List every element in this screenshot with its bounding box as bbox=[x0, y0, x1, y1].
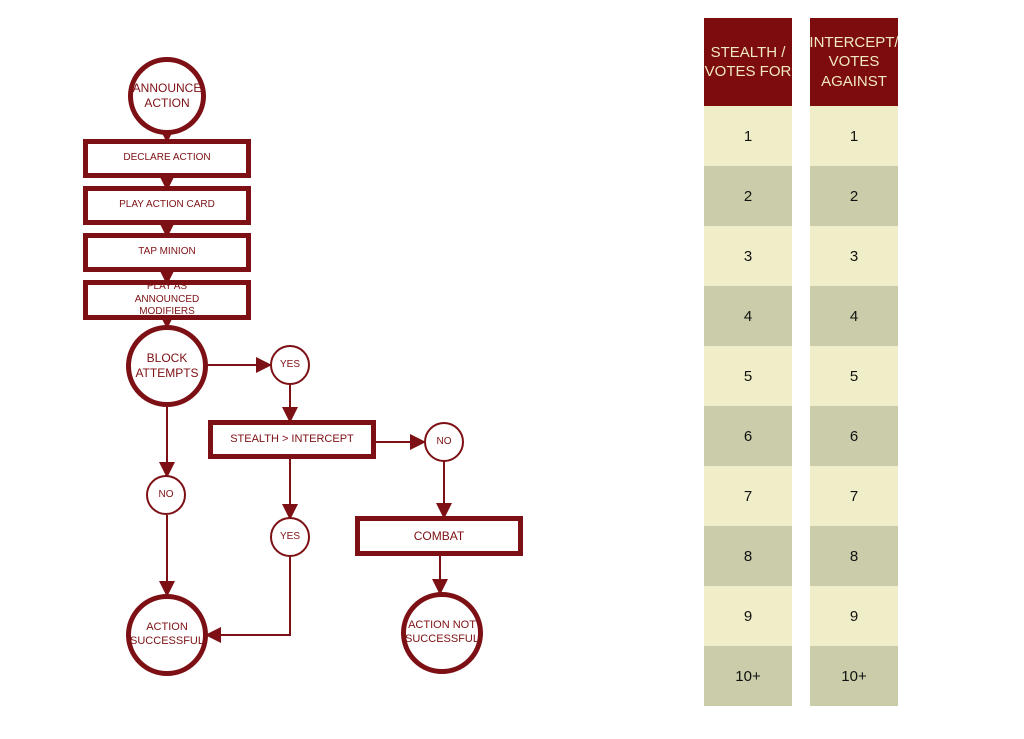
table-cell: 9 bbox=[704, 586, 792, 646]
tap-minion-box: TAP MINION bbox=[83, 233, 251, 272]
block-attempts-node: BLOCK ATTEMPTS bbox=[126, 325, 208, 407]
table-cell: 7 bbox=[810, 466, 898, 526]
play-action-card-box: PLAY ACTION CARD bbox=[83, 186, 251, 225]
table-cell: 7 bbox=[704, 466, 792, 526]
table-cell: 2 bbox=[704, 166, 792, 226]
table-cell: 8 bbox=[810, 526, 898, 586]
action-successful-node: ACTION SUCCESSFUL bbox=[126, 594, 208, 676]
table-cell: 3 bbox=[704, 226, 792, 286]
yes-node-2: YES bbox=[270, 517, 310, 557]
stealth-intercept-box: STEALTH > INTERCEPT bbox=[208, 420, 376, 459]
combat-box: COMBAT bbox=[355, 516, 523, 556]
action-not-successful-node: ACTION NOT SUCCESSFUL bbox=[401, 592, 483, 674]
table-cell: 9 bbox=[810, 586, 898, 646]
declare-action-box: DECLARE ACTION bbox=[83, 139, 251, 178]
no-node-1: NO bbox=[424, 422, 464, 462]
table-cell: 5 bbox=[810, 346, 898, 406]
no-node-2: NO bbox=[146, 475, 186, 515]
table-cell: 6 bbox=[704, 406, 792, 466]
table-cell: 5 bbox=[704, 346, 792, 406]
table-cell: 1 bbox=[704, 106, 792, 166]
table-cell: 2 bbox=[810, 166, 898, 226]
table-cell: 6 bbox=[810, 406, 898, 466]
intercept-header: INTERCEPT/ VOTES AGAINST bbox=[809, 18, 899, 106]
table-cell: 10+ bbox=[704, 646, 792, 706]
table-cell: 4 bbox=[810, 286, 898, 346]
table-cell: 3 bbox=[810, 226, 898, 286]
stealth-header: STEALTH / VOTES FOR bbox=[704, 18, 792, 106]
table-cell: 10+ bbox=[810, 646, 898, 706]
table-cell: 8 bbox=[704, 526, 792, 586]
announce-action-node: ANNOUNCE ACTION bbox=[128, 57, 206, 135]
yes-node-1: YES bbox=[270, 345, 310, 385]
table-cell: 1 bbox=[810, 106, 898, 166]
play-modifiers-box: PLAY AS ANNOUNCED MODIFIERS bbox=[83, 280, 251, 320]
table-cell: 4 bbox=[704, 286, 792, 346]
